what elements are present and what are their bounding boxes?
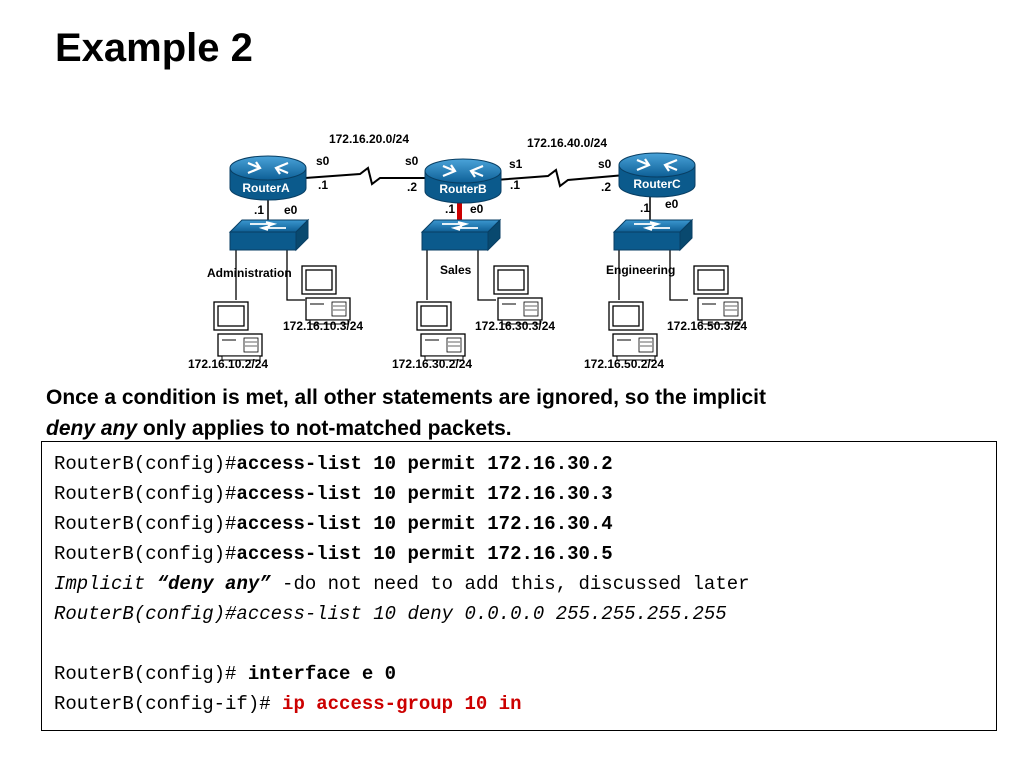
network-ab-label: 172.16.20.0/24 bbox=[329, 132, 409, 146]
routerb-e0-label: e0 bbox=[470, 202, 484, 216]
close-quote: ” bbox=[259, 573, 271, 595]
routerb-s1-label: s1 bbox=[509, 157, 523, 171]
code-line: RouterB(config)#access-list 10 permit 17… bbox=[54, 449, 996, 479]
blank-line bbox=[54, 629, 996, 659]
routerb-e0-ip: .1 bbox=[445, 202, 455, 216]
routerb-label: RouterB bbox=[439, 182, 487, 196]
routera-e0-ip: .1 bbox=[254, 203, 264, 217]
deny-any-text: deny any bbox=[168, 573, 260, 595]
pc-icon bbox=[693, 265, 743, 325]
switch-icon bbox=[229, 219, 309, 251]
code-line: RouterB(config)#access-list 10 permit 17… bbox=[54, 509, 996, 539]
config-code-box: RouterB(config)#access-list 10 permit 17… bbox=[41, 441, 997, 731]
routera-e0-label: e0 bbox=[284, 203, 298, 217]
code-command: access-list 10 permit 172.16.30.5 bbox=[236, 543, 613, 565]
routerc-e0-label: e0 bbox=[665, 197, 679, 211]
lan-eng-label: Engineering bbox=[606, 263, 675, 277]
lan-admin-label: Administration bbox=[207, 266, 292, 280]
caption-emphasis: deny any bbox=[46, 417, 138, 440]
switch-icon bbox=[421, 219, 501, 251]
host-ip-label: 172.16.50.3/24 bbox=[667, 319, 747, 333]
routera-label: RouterA bbox=[242, 181, 290, 195]
code-line: RouterB(config)#access-list 10 permit 17… bbox=[54, 539, 996, 569]
code-line: RouterB(config-if)# ip access-group 10 i… bbox=[54, 689, 996, 719]
code-prompt: RouterB(config)# bbox=[54, 453, 237, 475]
code-command: access-list 10 permit 172.16.30.4 bbox=[236, 513, 613, 535]
routerb-s1-ip: .1 bbox=[510, 178, 520, 192]
caption-part1: Once a condition is met, all other state… bbox=[46, 386, 766, 409]
host-ip-label: 172.16.30.3/24 bbox=[475, 319, 555, 333]
implicit-word: Implicit bbox=[54, 573, 146, 595]
network-bc-label: 172.16.40.0/24 bbox=[527, 136, 607, 150]
pc-icon bbox=[213, 301, 263, 361]
caption: Once a condition is met, all other state… bbox=[46, 382, 986, 444]
host-ip-label: 172.16.10.2/24 bbox=[188, 357, 268, 371]
code-command: access-list 10 permit 172.16.30.3 bbox=[236, 483, 613, 505]
code-line: RouterB(config)#access-list 10 permit 17… bbox=[54, 479, 996, 509]
code-prompt: RouterB(config)# bbox=[54, 513, 237, 535]
serial-link-bc bbox=[494, 168, 626, 188]
router-icon bbox=[423, 157, 503, 205]
pc-icon bbox=[608, 301, 658, 361]
switch-icon bbox=[613, 219, 693, 251]
code-prompt: RouterB(config)# bbox=[54, 483, 237, 505]
routera-s0-ip: .1 bbox=[318, 178, 328, 192]
code-prompt: RouterB(config)# bbox=[54, 663, 248, 685]
host-ip-label: 172.16.50.2/24 bbox=[584, 357, 664, 371]
host-ip-label: 172.16.30.2/24 bbox=[392, 357, 472, 371]
routerc-e0-ip: .1 bbox=[640, 201, 650, 215]
pc-icon bbox=[301, 265, 351, 325]
caption-part2: only applies to not-matched packets. bbox=[137, 417, 512, 440]
link-eng-host3 bbox=[669, 250, 688, 301]
network-diagram: RouterA RouterB RouterC 172.16.20.0/24 1… bbox=[188, 132, 747, 371]
interface-e0-highlight bbox=[457, 196, 462, 222]
code-prompt: RouterB(config-if)# bbox=[54, 693, 283, 715]
link-admin-host3 bbox=[286, 250, 305, 301]
code-line: RouterB(config)# interface e 0 bbox=[54, 659, 996, 689]
code-command: access-list 10 permit 172.16.30.2 bbox=[236, 453, 613, 475]
link-sales-host3 bbox=[477, 250, 496, 301]
routerc-s0-ip: .2 bbox=[601, 180, 611, 194]
code-line: Implicit “deny any” -do not need to add … bbox=[54, 569, 996, 599]
serial-link-ab bbox=[304, 166, 430, 186]
routerb-s0-ip: .2 bbox=[407, 180, 417, 194]
code-prompt: RouterB(config)# bbox=[54, 543, 237, 565]
routera-s0-label: s0 bbox=[316, 154, 330, 168]
routerc-s0-label: s0 bbox=[598, 157, 612, 171]
deny-line: RouterB(config)#access-list 10 deny 0.0.… bbox=[54, 603, 727, 625]
code-line: RouterB(config)#access-list 10 deny 0.0.… bbox=[54, 599, 996, 629]
host-ip-label: 172.16.10.3/24 bbox=[283, 319, 363, 333]
implicit-note: -do not need to add this, discussed late… bbox=[270, 573, 750, 595]
routerc-label: RouterC bbox=[633, 177, 681, 191]
open-quote: “ bbox=[145, 573, 169, 595]
code-command-highlight: ip access-group 10 in bbox=[282, 693, 522, 715]
pc-icon bbox=[416, 301, 466, 361]
pc-icon bbox=[493, 265, 543, 325]
lan-sales-label: Sales bbox=[440, 263, 472, 277]
slide-title: Example 2 bbox=[55, 26, 253, 70]
routerb-s0-label: s0 bbox=[405, 154, 419, 168]
code-command: interface e 0 bbox=[247, 663, 397, 685]
